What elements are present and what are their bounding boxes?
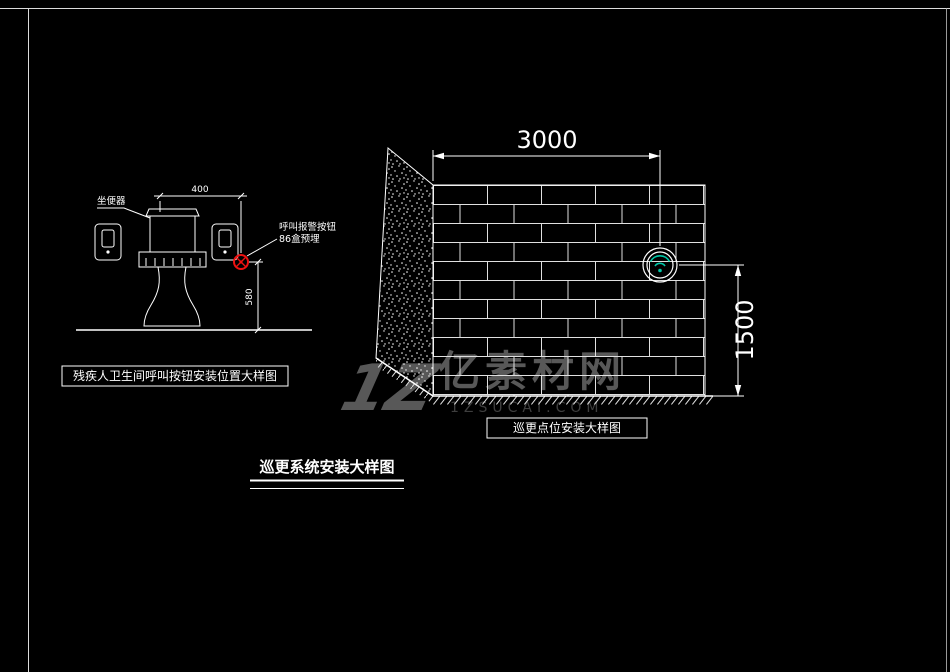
ground-hatch-diagonal [376,358,433,404]
alarm-button-label-line1: 呼叫报警按钮 [279,221,337,233]
toilet-tank-lid [145,208,200,217]
height-dimension-1500 [679,264,744,397]
wall-panel-right [211,223,239,261]
toilet-seat [138,251,207,268]
patrol-point-detail: 3000 1500 巡更点位安装大样图 [375,126,759,439]
ground-hatch [433,396,713,405]
left-detail-title: 残疾人卫生间呼叫按钮安装位置大样图 [73,368,277,383]
panel-icon [218,229,232,248]
width-dimension-3000-text: 3000 [516,126,577,154]
right-detail-title-box [486,417,648,439]
toilet-pedestal [143,266,201,327]
alarm-button-icon [233,254,249,270]
alarm-button-leader [246,238,278,257]
ground-line [375,357,713,397]
width-dimension-3000 [432,150,661,246]
right-detail-title: 巡更点位安装大样图 [513,420,621,435]
width-dimension-text: 400 [191,185,208,195]
height-dimension-1500-text: 1500 [731,299,759,360]
side-wall-section [375,146,434,397]
left-detail-title-box [61,365,289,387]
wall-panel-left [94,223,122,261]
brick-wall [432,184,706,397]
patrol-device [642,247,678,283]
toilet-tank [149,215,196,253]
toilet-seat-hatch [145,258,201,266]
height-dimension-text: 580 [245,288,255,305]
arrowhead-right [649,152,660,160]
accessible-toilet-call-button-detail: 400 580 坐便器 呼叫报警按钮 86盒预埋 残疾人卫生间呼叫按钮安装位置大… [61,185,337,387]
wifi-icon [649,255,671,273]
panel-icon [101,229,115,248]
drawing-frame [0,8,950,672]
arrowhead-top [734,265,742,276]
fixture-label: 坐便器 [97,195,126,207]
height-dimension [249,258,263,334]
fixture-label-leader [97,207,151,219]
sheet-title-text: 巡更系统安装大样图 [259,458,394,476]
width-dimension [154,192,247,253]
arrowhead-left [433,152,444,160]
alarm-button-label-line2: 86盒预埋 [279,233,320,245]
sheet-title: 巡更系统安装大样图 [250,458,404,489]
arrowhead-bottom [734,385,742,396]
